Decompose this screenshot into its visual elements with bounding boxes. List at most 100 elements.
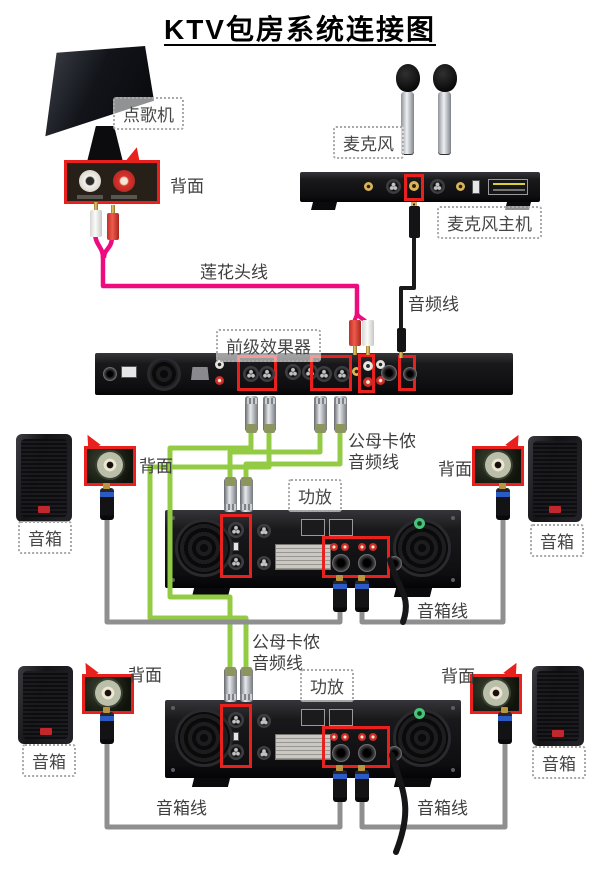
speaker-logo xyxy=(38,506,50,513)
xlr-jack xyxy=(430,179,445,194)
page-title: KTV包房系统连接图 xyxy=(163,14,436,45)
power-button xyxy=(414,708,425,719)
rca-jack-red xyxy=(113,170,135,192)
xlr-jack xyxy=(243,366,259,382)
rca-plug-white xyxy=(362,320,374,346)
device-foot xyxy=(311,202,337,210)
audio-cable-line xyxy=(399,236,416,331)
spec-label xyxy=(329,519,353,536)
speakon-socket xyxy=(485,452,511,478)
label-song-machine: 点歌机 xyxy=(113,97,184,130)
label-back-l1-left: 背面 xyxy=(139,457,173,476)
rca-jack-red xyxy=(363,377,373,387)
xlr-connector-male xyxy=(240,477,253,512)
xlr-jack xyxy=(316,366,332,382)
screw xyxy=(171,706,175,710)
label-back-top: 背面 xyxy=(170,177,204,196)
warning-strip xyxy=(493,183,525,185)
mic-in-highlight xyxy=(398,355,417,391)
speaker-cabinet xyxy=(532,666,584,746)
fan xyxy=(147,357,181,391)
screw xyxy=(451,578,455,582)
xlr-jack xyxy=(386,179,401,194)
mic-receiver-unit xyxy=(300,172,540,202)
microphone-1-body xyxy=(401,92,414,154)
microphone-2-body xyxy=(438,92,451,154)
speaker-logo xyxy=(39,728,52,735)
speakon-jack xyxy=(332,744,350,762)
xlr-connector-female xyxy=(314,396,327,433)
label-speaker-l2-right: 音箱 xyxy=(532,746,586,779)
label-back-l2-right: 背面 xyxy=(441,667,475,686)
label-xlr-cable-2-line2: 音频线 xyxy=(252,654,303,674)
speakon-plug xyxy=(498,707,512,744)
label-speaker-l1-left: 音箱 xyxy=(18,521,72,554)
microphone-2 xyxy=(433,64,457,92)
speaker-cabinet xyxy=(528,436,582,522)
xlr-link-jack xyxy=(257,714,271,728)
screw xyxy=(171,516,175,520)
xlr-input-jack xyxy=(228,744,244,760)
amp1-input-highlight xyxy=(220,514,252,578)
binding-post xyxy=(358,543,366,551)
speaker-cabinet xyxy=(16,434,72,522)
spec-label xyxy=(301,709,325,726)
binding-post xyxy=(369,733,377,741)
xlr-cable-line xyxy=(243,430,343,482)
speakon-plug xyxy=(100,483,114,520)
xlr-input-jack xyxy=(228,522,244,538)
xlr-connector-female xyxy=(263,396,276,433)
label-audio-cable: 音频线 xyxy=(408,295,459,314)
mic-out-jack-highlight xyxy=(404,174,424,201)
xlr-input-jack xyxy=(228,712,244,728)
speakon-plug xyxy=(100,707,114,744)
label-back-l2-left: 背面 xyxy=(128,666,162,685)
label-speaker-l1-right: 音箱 xyxy=(530,524,584,557)
binding-post xyxy=(341,543,349,551)
antenna-knob xyxy=(456,182,465,191)
speakon-jack xyxy=(358,554,376,572)
amp2-input-highlight xyxy=(220,704,252,768)
rca-jack-white xyxy=(79,170,101,192)
amp1-output-highlight xyxy=(322,536,390,578)
device-foot xyxy=(393,778,433,787)
microphone-1 xyxy=(396,64,420,92)
binding-post xyxy=(369,543,377,551)
warning-label xyxy=(488,179,528,195)
rca-jack-white xyxy=(363,361,373,371)
phone-jack xyxy=(403,367,417,381)
phone-jack xyxy=(381,365,397,381)
xlr-jack xyxy=(334,366,350,382)
spec-label xyxy=(329,709,353,726)
xlr-cable-line xyxy=(227,430,323,482)
binding-post xyxy=(330,543,338,551)
label-xlr-cable-1-line2: 音频线 xyxy=(348,453,399,473)
rca-plug-pin xyxy=(353,346,357,355)
speakon-plug xyxy=(333,575,347,612)
jack-caption-strip xyxy=(111,195,137,199)
power-switch xyxy=(472,180,480,194)
label-xlr-cable-2-line1: 公母卡侬 xyxy=(252,633,320,652)
xlr-link-jack xyxy=(257,524,271,538)
speakon-jack xyxy=(358,744,376,762)
screw xyxy=(451,706,455,710)
audio-plug-quarter-inch xyxy=(409,206,420,238)
xlr-link-jack xyxy=(257,746,271,760)
screw xyxy=(451,768,455,772)
xlr-jack xyxy=(285,364,301,380)
warning-strip xyxy=(493,189,525,191)
xlr-connector-male xyxy=(224,667,237,702)
xlr-link-jack xyxy=(257,556,271,570)
rca-in-highlight xyxy=(358,354,375,393)
label-speaker-cable-l1: 音箱线 xyxy=(417,602,468,621)
xlr-connector-female xyxy=(245,396,258,433)
label-amplifier-1: 功放 xyxy=(288,479,342,512)
label-mic-receiver: 麦克风主机 xyxy=(437,206,542,239)
rca-plug-pin xyxy=(94,202,98,212)
label-back-l1-right: 背面 xyxy=(438,460,472,479)
rca-plug-red xyxy=(349,320,361,346)
binding-post xyxy=(330,733,338,741)
binding-post xyxy=(358,733,366,741)
binding-post xyxy=(341,733,349,741)
